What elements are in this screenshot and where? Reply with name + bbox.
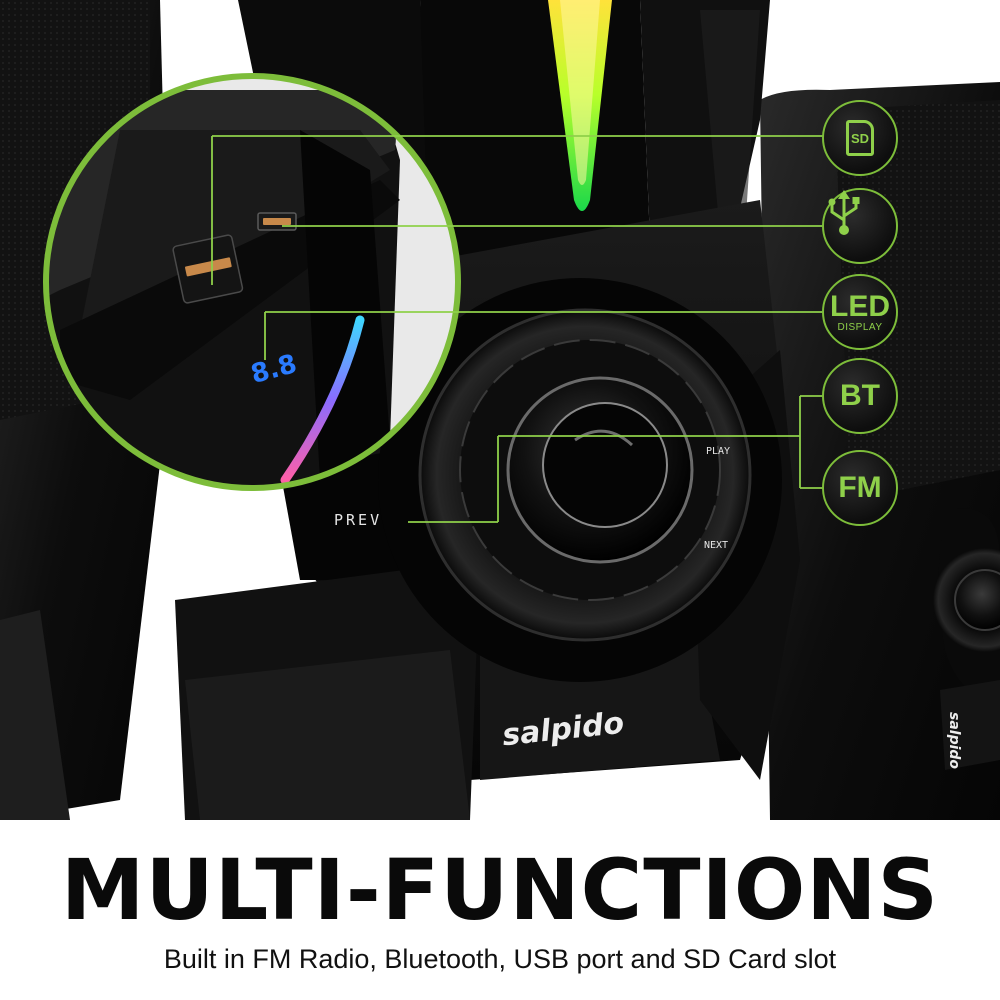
next-label: NEXT	[704, 540, 729, 551]
play-label: PLAY	[706, 446, 731, 457]
speaker-illustration: 8.8	[0, 0, 1000, 820]
fm-label: FM	[838, 471, 882, 504]
caption-area: MULTI-FUNCTIONS Built in FM Radio, Bluet…	[0, 820, 1000, 1000]
led-display-badge: LED DISPLAY	[822, 274, 898, 350]
headline: MULTI-FUNCTIONS	[60, 841, 940, 939]
led-sublabel: DISPLAY	[837, 321, 883, 333]
usb-icon	[828, 190, 860, 235]
bluetooth-badge: BT	[822, 358, 898, 434]
prev-label: PREV	[334, 511, 383, 529]
sd-card-icon: SD	[846, 120, 874, 156]
sd-label: SD	[850, 130, 870, 146]
bt-label: BT	[840, 379, 880, 412]
subheadline: Built in FM Radio, Bluetooth, USB port a…	[163, 944, 837, 974]
sd-card-badge: SD	[822, 100, 898, 176]
fm-badge: FM	[822, 450, 898, 526]
usb-badge	[822, 188, 898, 264]
led-label: LED	[830, 289, 890, 323]
side-brand-logo: salpido	[946, 712, 962, 770]
product-photo: 8.8 SD	[0, 0, 1000, 820]
